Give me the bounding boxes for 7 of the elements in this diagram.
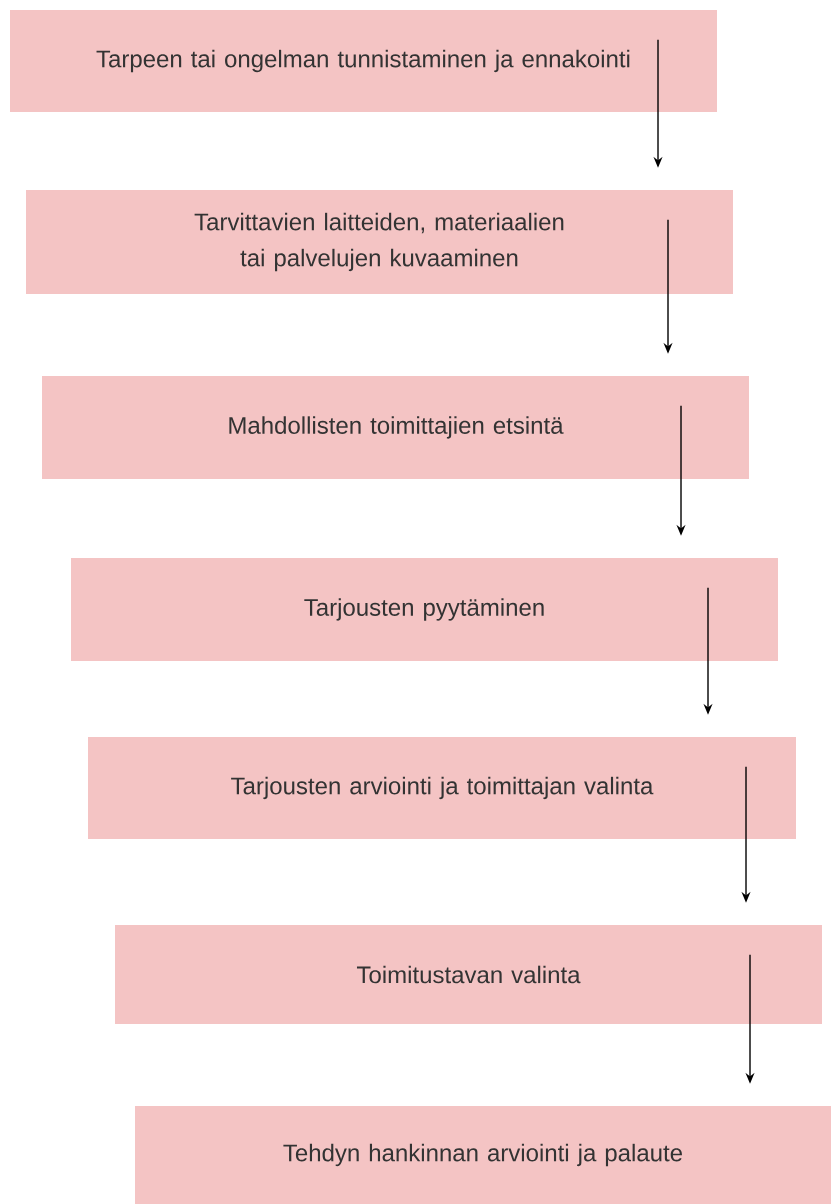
process-box: Toimitustavan valinta (115, 925, 822, 1024)
process-box: Tarjousten arviointi ja toimittajan valinta (88, 737, 796, 839)
process-box: Tehdyn hankinnan arviointi ja palaute (135, 1106, 831, 1204)
process-box: Tarjousten pyytäminen (71, 558, 778, 661)
process-box: Tarpeen tai ongelman tunnistaminen ja ennakointi (10, 10, 717, 112)
process-box: Mahdollisten toimittajien etsintä (42, 376, 749, 479)
process-box: Tarvittavien laitteiden, materiaalien tai palvelujen kuvaaminen (26, 190, 733, 294)
